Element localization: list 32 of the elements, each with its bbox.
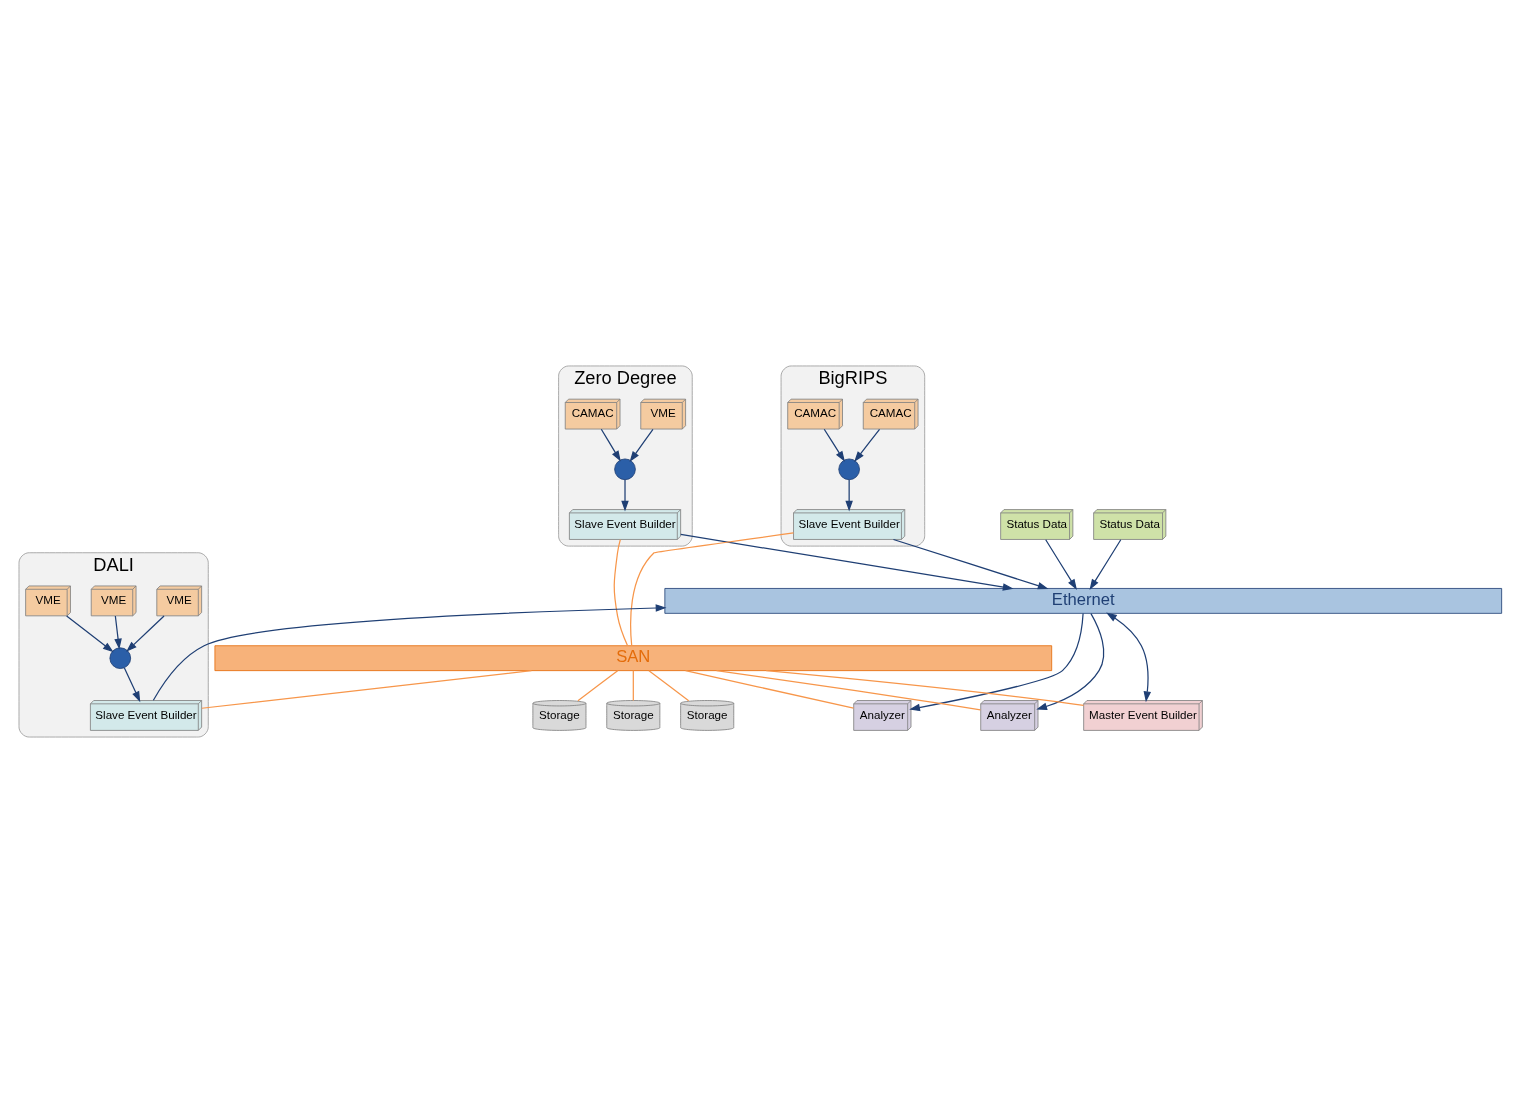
arrow bbox=[126, 614, 165, 652]
node-circle bbox=[614, 458, 636, 480]
arrow bbox=[823, 428, 845, 462]
arrow bbox=[845, 478, 853, 511]
connector bbox=[577, 669, 619, 701]
node-circle bbox=[109, 646, 132, 669]
arrow bbox=[1106, 611, 1152, 702]
connector bbox=[765, 669, 1085, 706]
arrow bbox=[600, 428, 621, 462]
connector bbox=[715, 669, 982, 710]
connector bbox=[630, 531, 795, 646]
arrow bbox=[152, 603, 667, 701]
connector bbox=[632, 669, 634, 701]
node-box: Ethernet bbox=[664, 587, 1503, 614]
arrow bbox=[1089, 538, 1122, 590]
arrow bbox=[66, 614, 114, 652]
arrow bbox=[1045, 538, 1077, 590]
arrow bbox=[629, 428, 654, 462]
node-circle bbox=[838, 458, 860, 480]
arrow bbox=[1036, 612, 1105, 710]
node-box: SAN bbox=[214, 644, 1053, 671]
arrow bbox=[123, 666, 141, 702]
connector bbox=[684, 669, 855, 709]
connector bbox=[648, 669, 690, 701]
connector bbox=[201, 669, 533, 709]
arrow bbox=[621, 478, 629, 511]
connector bbox=[613, 538, 629, 646]
arrow bbox=[909, 612, 1084, 711]
arrow bbox=[114, 614, 122, 649]
arrow bbox=[854, 428, 881, 462]
arrow bbox=[892, 538, 1049, 589]
arrow bbox=[680, 533, 1014, 591]
